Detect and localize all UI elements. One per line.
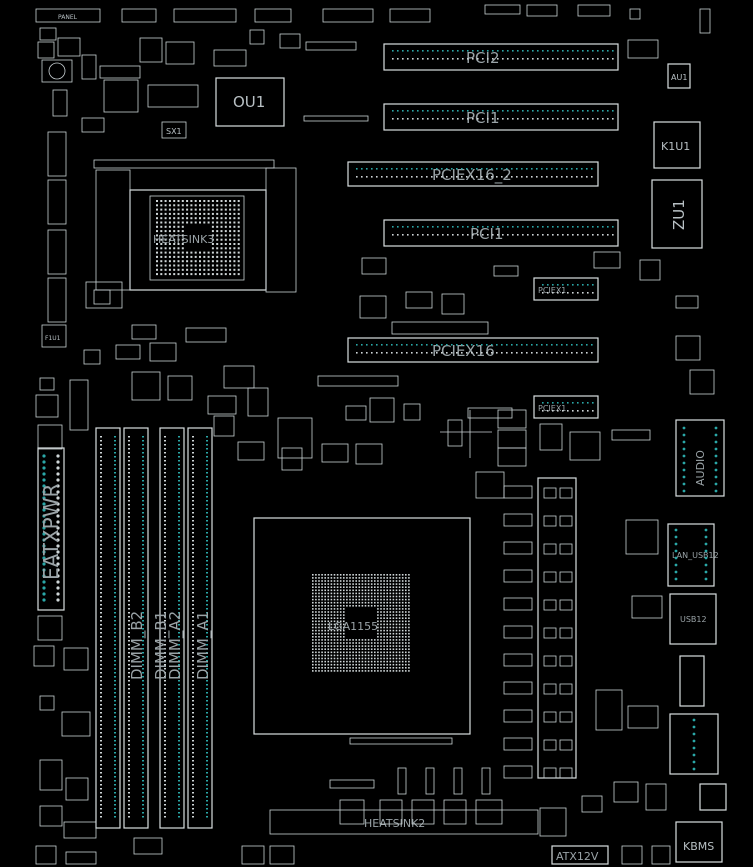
audio-label: AUDIO [694, 450, 707, 486]
heatsink2-label: HEATSINK2 [364, 817, 425, 830]
expansion-slots: PCI2 PCI1 PCIEX16_2 PCI1 PCIEX16 PCIEX1 … [347, 43, 619, 419]
pciex16-2-label: PCIEX16_2 [432, 166, 512, 185]
heatsink3-label: HEATSINK3 [153, 233, 214, 246]
top-left-region: SX1 [37, 27, 357, 139]
lan-usb12-label: LAN_USB12 [672, 551, 719, 560]
dimm-a2-label: DIMM_A2 [166, 611, 185, 680]
pciex1-top-label: PCIEX1 [538, 286, 566, 295]
ou1-chip: OU1 [215, 77, 369, 127]
ou1-label: OU1 [233, 93, 265, 111]
dimm-b1-label: DIMM_B1 [152, 611, 171, 680]
eatxpwr-connector: EATXPWR [33, 447, 97, 865]
right-top-chips: AU1 K1U1 ZU1 [627, 39, 715, 395]
au1-label: AU1 [671, 73, 687, 82]
bottom-region: HEATSINK2 ATX12V [133, 689, 671, 865]
vrm-column [503, 477, 577, 779]
top-header-row: PANEL [35, 4, 711, 34]
dimm-slots: DIMM_B2 DIMM_B1 DIMM_A2 DIMM_A1 [95, 427, 213, 829]
heatsink3-chip: HEATSINK3 [85, 159, 297, 309]
panel-header-label: PANEL [58, 14, 78, 21]
cpu-socket: LGA1155 [253, 517, 471, 745]
cpu-socket-label: LGA1155 [328, 620, 378, 633]
eatxpwr-label: EATXPWR [39, 483, 63, 580]
left-side-connectors: F1U1 [35, 131, 101, 450]
usb12-label: USB12 [680, 615, 707, 624]
slot-area-small-parts [317, 251, 621, 499]
dimm-a1-label: DIMM_A1 [194, 611, 213, 680]
f1u1-label: F1U1 [45, 335, 61, 342]
pciex16-label: PCIEX16 [432, 342, 495, 360]
pcie-x1-label: PCI1 [470, 225, 504, 243]
sx1-label: SX1 [166, 127, 182, 136]
mid-left-small-parts [115, 324, 313, 471]
k1u1-label: K1U1 [661, 140, 690, 153]
pciex1-mid-label: PCIEX1 [538, 404, 566, 413]
zu1-label: ZU1 [670, 199, 688, 230]
kbms-label: KBMS [683, 840, 714, 853]
dimm-b2-label: DIMM_B2 [128, 611, 147, 680]
rear-io: AUDIO LAN_USB12 USB12 KBMS [611, 419, 727, 863]
atx12v-label: ATX12V [556, 850, 599, 863]
